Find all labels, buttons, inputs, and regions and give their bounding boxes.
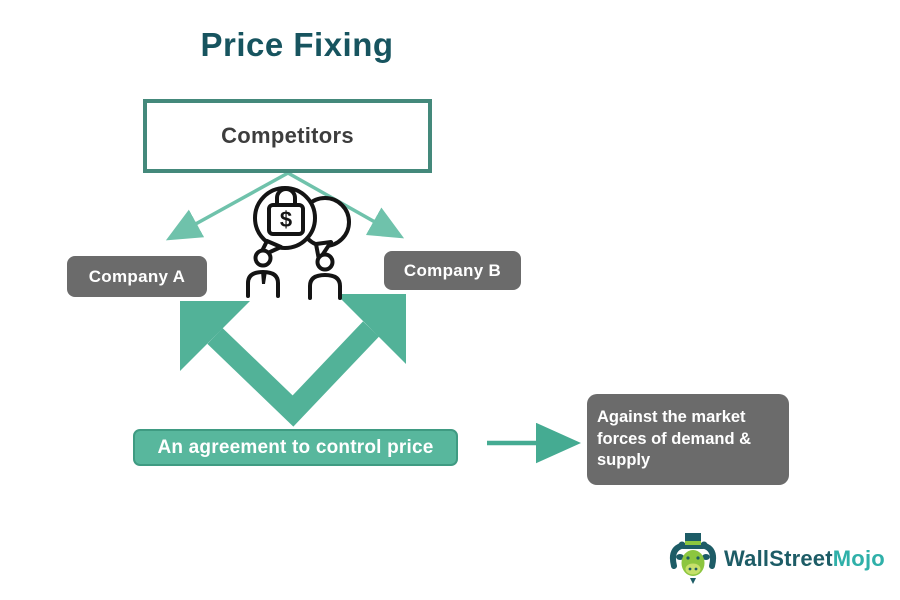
dollar-symbol: $ (280, 207, 292, 232)
company-b-label: Company B (403, 260, 502, 280)
v-arrowhead-right (336, 294, 406, 364)
company-a-label: Company A (88, 266, 186, 286)
wordmark-mojo: Mojo (832, 546, 885, 571)
market-forces-box: Against the market forces of demand & su… (587, 394, 789, 485)
price-lock-icon (267, 187, 305, 236)
wallstreetmojo-wordmark: WallStreetMojo (724, 546, 885, 572)
v-arrowhead-left (180, 301, 250, 371)
wordmark-wallstreet: WallStreet (724, 546, 833, 571)
competitors-to-company-a-arrow (165, 171, 289, 241)
secret-agreement-icon: $ (246, 186, 351, 300)
company-a-box: Company A (67, 256, 207, 297)
page-title: Price Fixing (200, 26, 394, 63)
competitors-label: Competitors (221, 123, 354, 148)
wallstreetmojo-bull-icon (669, 533, 717, 584)
competitors-box: Competitors (143, 99, 432, 173)
company-b-box: Company B (384, 251, 521, 290)
tie-icon (261, 271, 267, 284)
person-right-icon (308, 252, 342, 300)
wallstreetmojo-logo: WallStreetMojo (668, 532, 885, 586)
agreement-to-companies-v-arrow (180, 294, 406, 427)
market-forces-label: Against the market forces of demand & su… (597, 407, 752, 470)
agreement-label: An agreement to control price (157, 436, 434, 458)
agreement-box: An agreement to control price (133, 429, 458, 466)
